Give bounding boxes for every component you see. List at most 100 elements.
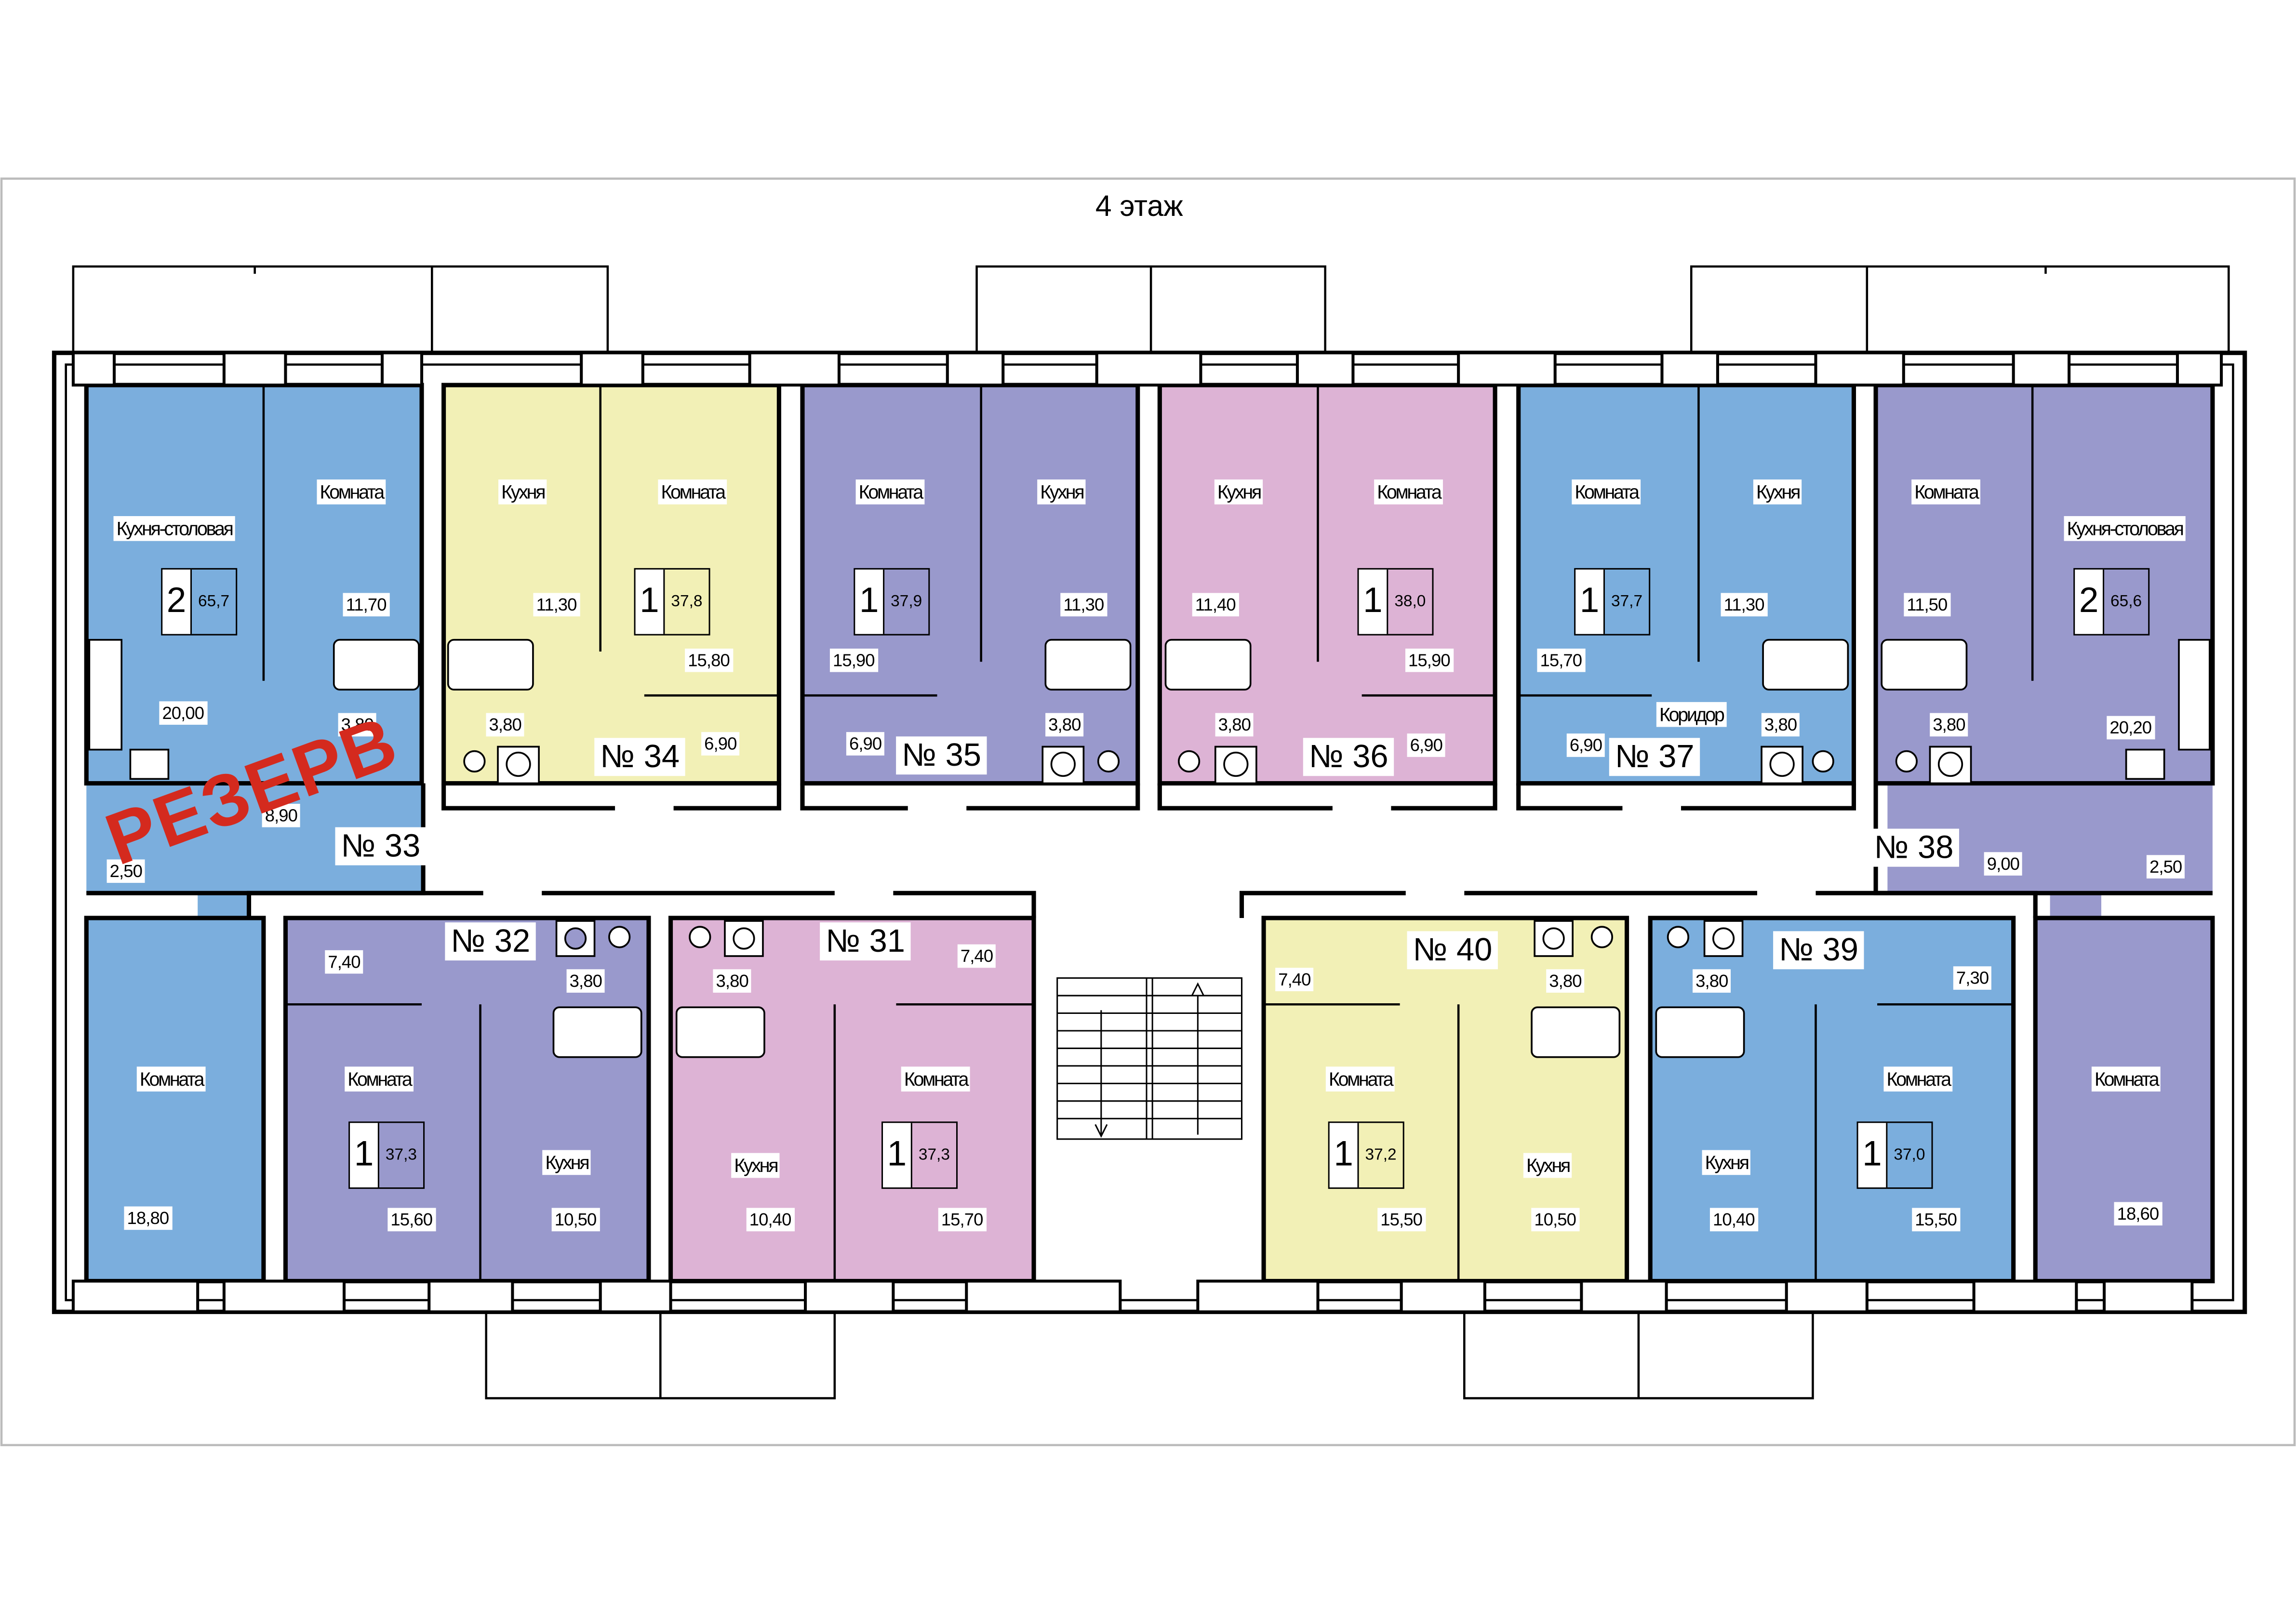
room-label: Комната [317, 479, 386, 505]
area-label: 15,50 [1912, 1208, 1960, 1232]
room-count: 1 [855, 569, 885, 634]
room-label: Комната [136, 1066, 206, 1092]
room-label: Кухня [1523, 1153, 1573, 1178]
area-label: 10,40 [746, 1208, 794, 1232]
area-label: 11,50 [1904, 593, 1950, 617]
area-label: 3,80 [1215, 713, 1254, 737]
room-label: Комната [345, 1066, 414, 1092]
area-label: 6,90 [1407, 733, 1446, 757]
room-label: Кухня-столовая [2064, 516, 2186, 541]
area-label: 3,80 [1693, 969, 1731, 993]
room-label: Комната [1572, 479, 1641, 505]
area-label: 3,80 [1045, 713, 1084, 737]
area-label: 20,20 [2107, 716, 2155, 740]
apartment-fills [86, 385, 2213, 1281]
room-label: Комната [658, 479, 727, 505]
floor-title: 4 этаж [1095, 191, 1183, 224]
apartment-number[interactable]: № 35 [896, 736, 988, 775]
room-count: 1 [1858, 1123, 1888, 1188]
area-label: 11,30 [1721, 593, 1767, 617]
room-count: 1 [1329, 1123, 1359, 1188]
area-label: 15,70 [938, 1208, 986, 1232]
room-count: 2 [2075, 569, 2105, 634]
total-area: 38,0 [1394, 593, 1426, 611]
room-count: 1 [1575, 569, 1605, 634]
area-label: 3,80 [1761, 713, 1800, 737]
room-label: Кухня-столовая [113, 516, 235, 541]
apartment-number[interactable]: № 32 [445, 922, 536, 961]
apartment-number[interactable]: № 33 [335, 827, 427, 865]
total-area: 37,0 [1894, 1146, 1925, 1164]
apartment-number[interactable]: № 36 [1303, 738, 1394, 776]
area-label: 15,70 [1537, 648, 1585, 672]
room-label: Кухня [1702, 1150, 1751, 1175]
area-label: 15,80 [685, 648, 733, 672]
area-label: 15,60 [387, 1208, 436, 1232]
apartment-number[interactable]: № 39 [1773, 931, 1865, 970]
area-label: 7,30 [1953, 966, 1992, 990]
area-label: 7,40 [957, 944, 996, 968]
area-label: 15,90 [1405, 648, 1453, 672]
room-label: Комната [1911, 479, 1981, 505]
windows [71, 351, 2223, 1314]
room-label: Комната [1883, 1066, 1953, 1092]
area-label: 18,80 [124, 1206, 172, 1230]
total-area: 65,7 [198, 593, 230, 611]
apartment-number[interactable]: № 38 [1868, 828, 1960, 867]
area-label: 20,00 [159, 701, 207, 725]
area-label: 6,90 [1566, 733, 1605, 757]
room-label: Комната [2091, 1066, 2161, 1092]
area-label: 6,90 [701, 732, 740, 756]
total-area: 37,3 [385, 1146, 417, 1164]
apartment-number[interactable]: № 31 [820, 922, 911, 961]
room-label: Кухня [731, 1153, 780, 1178]
area-label: 10,50 [551, 1208, 600, 1232]
area-label: 3,80 [486, 713, 524, 737]
room-label: Коридор [1656, 702, 1726, 727]
room-label: Кухня [1037, 479, 1086, 505]
frame [0, 177, 2296, 1447]
area-label: 3,80 [1930, 713, 1968, 737]
area-label: 7,40 [1275, 968, 1314, 991]
area-label: 3,80 [566, 969, 605, 993]
area-label: 6,90 [846, 732, 885, 756]
apartment-number[interactable]: № 40 [1407, 931, 1498, 970]
area-label: 18,60 [2114, 1202, 2162, 1226]
staircase [1056, 977, 1242, 1140]
total-area: 37,3 [918, 1146, 950, 1164]
area-label: 3,80 [1546, 969, 1585, 993]
area-label: 11,70 [343, 593, 389, 617]
room-label: Кухня [498, 479, 547, 505]
room-count: 1 [1359, 569, 1388, 634]
total-area: 37,8 [671, 593, 703, 611]
room-label: Комната [901, 1066, 971, 1092]
apartment-number[interactable]: № 34 [594, 738, 686, 776]
room-count: 1 [350, 1123, 379, 1188]
area-label: 2,50 [107, 859, 146, 883]
area-label: 11,40 [1192, 593, 1239, 617]
area-label: 15,90 [829, 648, 878, 672]
area-label: 9,00 [1984, 852, 2023, 876]
area-label: 7,40 [325, 950, 363, 974]
room-label: Комната [1325, 1066, 1395, 1092]
room-label: Комната [1374, 479, 1443, 505]
apartment-number[interactable]: № 37 [1609, 738, 1700, 776]
area-label: 3,80 [338, 713, 377, 737]
total-area: 65,6 [2110, 593, 2142, 611]
room-label: Кухня [1753, 479, 1802, 505]
balconies [72, 265, 2230, 1399]
room-count: 1 [883, 1123, 912, 1188]
area-label: 11,30 [1060, 593, 1107, 617]
